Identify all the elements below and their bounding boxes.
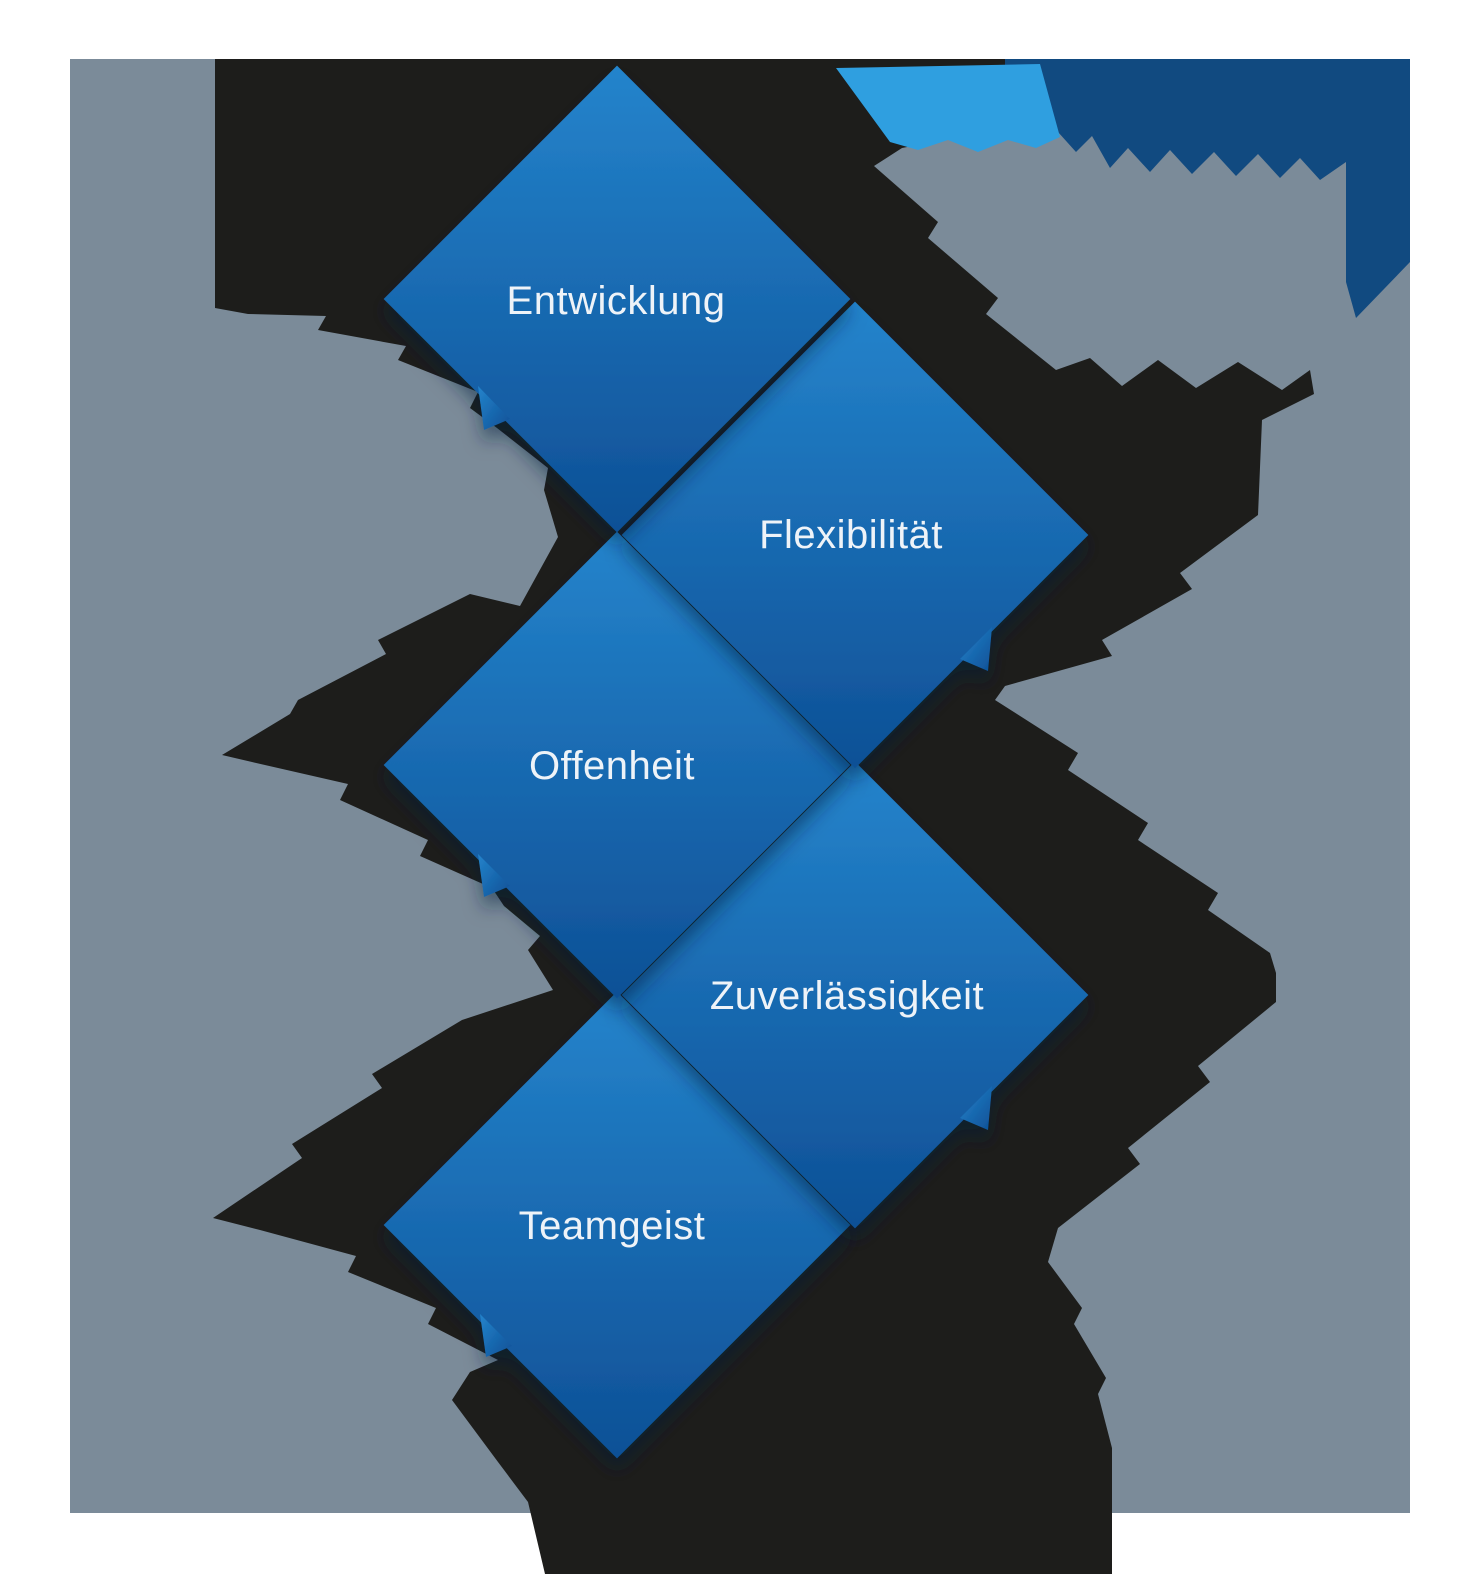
value-label-teamgeist: Teamgeist <box>519 1204 706 1248</box>
tile-pointer-offenheit <box>478 854 510 897</box>
logo-mark-light-blue-icon <box>836 64 1060 152</box>
value-tile-teamgeist <box>383 991 851 1459</box>
tile-pointer-flexibilitaet <box>960 627 992 671</box>
tile-pointer-zuverlaessigkeit <box>960 1086 992 1130</box>
value-label-offenheit: Offenheit <box>529 744 695 788</box>
value-tile-offenheit <box>383 531 851 999</box>
value-label-flexibilitaet: Flexibilität <box>759 513 943 557</box>
value-label-zuverlaessigkeit: Zuverlässigkeit <box>710 974 984 1018</box>
value-label-entwicklung: Entwicklung <box>507 279 726 323</box>
logo-mark-dark-navy-icon <box>1005 59 1410 318</box>
value-tile-zuverlaessigkeit <box>621 761 1089 1229</box>
tile-pointer-teamgeist <box>480 1314 512 1357</box>
value-tile-entwicklung <box>383 65 851 533</box>
tile-pointer-entwicklung <box>478 386 510 430</box>
value-tile-flexibilitaet <box>621 301 1089 769</box>
